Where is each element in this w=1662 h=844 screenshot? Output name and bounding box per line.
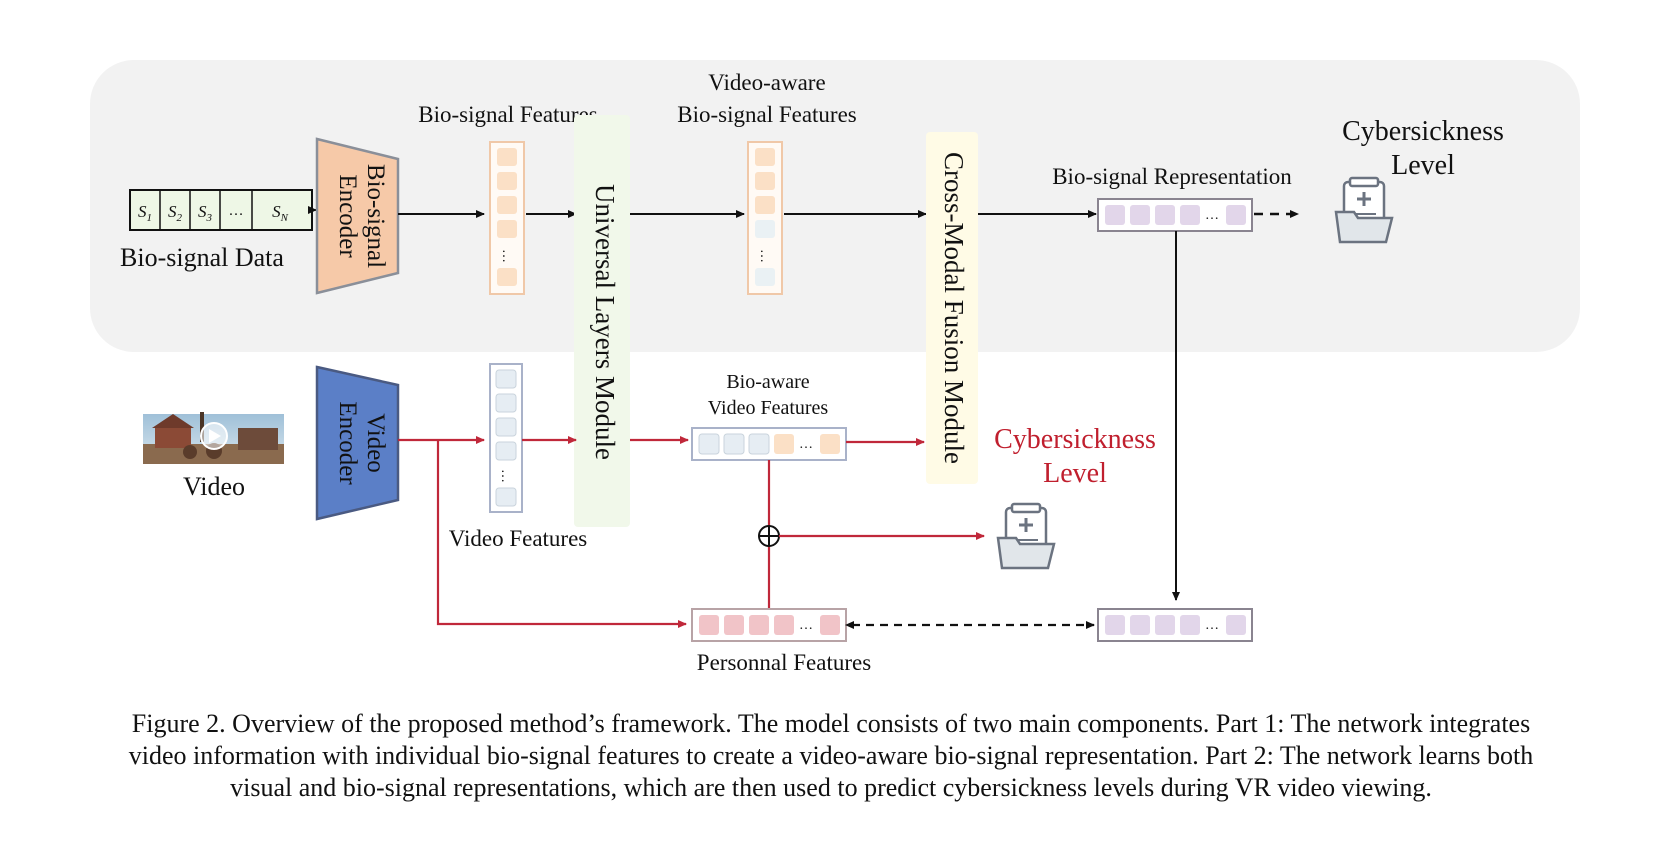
biosignal-representation-row-bottom: … [1097, 608, 1253, 642]
svg-text:…: … [498, 469, 513, 483]
svg-text:…: … [499, 249, 514, 263]
figure-caption: Figure 2. Overview of the proposed metho… [60, 708, 1602, 804]
bio-aware-video-row: … [691, 427, 847, 461]
biosignal-representation-row: … [1097, 198, 1253, 232]
biosignal-encoder-label-2: Encoder [334, 174, 361, 258]
caption-line-1: Figure 2. Overview of the proposed metho… [131, 709, 1531, 738]
video-aware-label-2: Bio-signal Features [677, 102, 857, 127]
video-features-label: Video Features [449, 526, 588, 551]
sample-cell-1: S1 [138, 202, 152, 224]
caption-line-3: visual and bio-signal representations, w… [230, 773, 1432, 802]
biosignal-features-column: … [489, 141, 525, 295]
cross-modal-fusion-label: Cross-Modal Fusion Module [939, 152, 969, 464]
cross-modal-fusion-module [926, 132, 978, 484]
video-thumbnail-icon [143, 412, 284, 464]
framework-diagram: S1 S2 S3 … SN Bio-signal Data Bio-signal… [90, 60, 1580, 675]
svg-text:…: … [799, 437, 813, 452]
biosignal-features-label: Bio-signal Features [418, 102, 598, 127]
biosignal-encoder [315, 137, 400, 295]
caption-line-2: video information with individual bio-si… [128, 741, 1534, 770]
universal-layers-module [574, 115, 630, 527]
svg-text:…: … [1205, 208, 1219, 223]
video-encoder-label-2: Encoder [334, 401, 361, 485]
sample-cell-2: S2 [168, 202, 183, 224]
video-encoder [315, 365, 400, 521]
biosignal-representation-label: Bio-signal Representation [1052, 164, 1292, 189]
video-encoder-label-1: Video [362, 413, 389, 473]
video-aware-label-1: Video-aware [708, 70, 825, 95]
video-features-column: … [489, 363, 523, 513]
bio-aware-label-1: Bio-aware [726, 371, 809, 393]
bio-aware-label-2: Video Features [708, 397, 829, 419]
medical-report-icon [996, 502, 1056, 570]
svg-text:…: … [1205, 618, 1219, 633]
medical-report-icon [1334, 176, 1394, 244]
personnal-features-label: Personnal Features [697, 650, 871, 675]
cybersickness-red-label-2: Level [1043, 458, 1107, 489]
svg-text:…: … [757, 249, 772, 263]
personnal-features-row: … [691, 608, 847, 642]
cybersickness-top-label-1: Cybersickness [1342, 116, 1504, 147]
cybersickness-top-label-2: Level [1391, 150, 1455, 181]
biosignal-data-label: Bio-signal Data [120, 243, 284, 272]
sample-cell-n: SN [272, 202, 289, 224]
video-aware-features-column: … [747, 141, 783, 295]
biosignal-encoder-label-1: Bio-signal [362, 164, 389, 268]
svg-text:…: … [799, 618, 813, 633]
sample-cell-3: S3 [198, 202, 213, 224]
sample-cell-ellipsis: … [229, 203, 244, 219]
universal-layers-label: Universal Layers Module [590, 184, 620, 460]
cybersickness-red-label-1: Cybersickness [994, 424, 1156, 455]
video-label: Video [183, 472, 245, 501]
part1-panel [90, 60, 1580, 352]
biosignal-data-block: S1 S2 S3 … SN [129, 189, 313, 231]
